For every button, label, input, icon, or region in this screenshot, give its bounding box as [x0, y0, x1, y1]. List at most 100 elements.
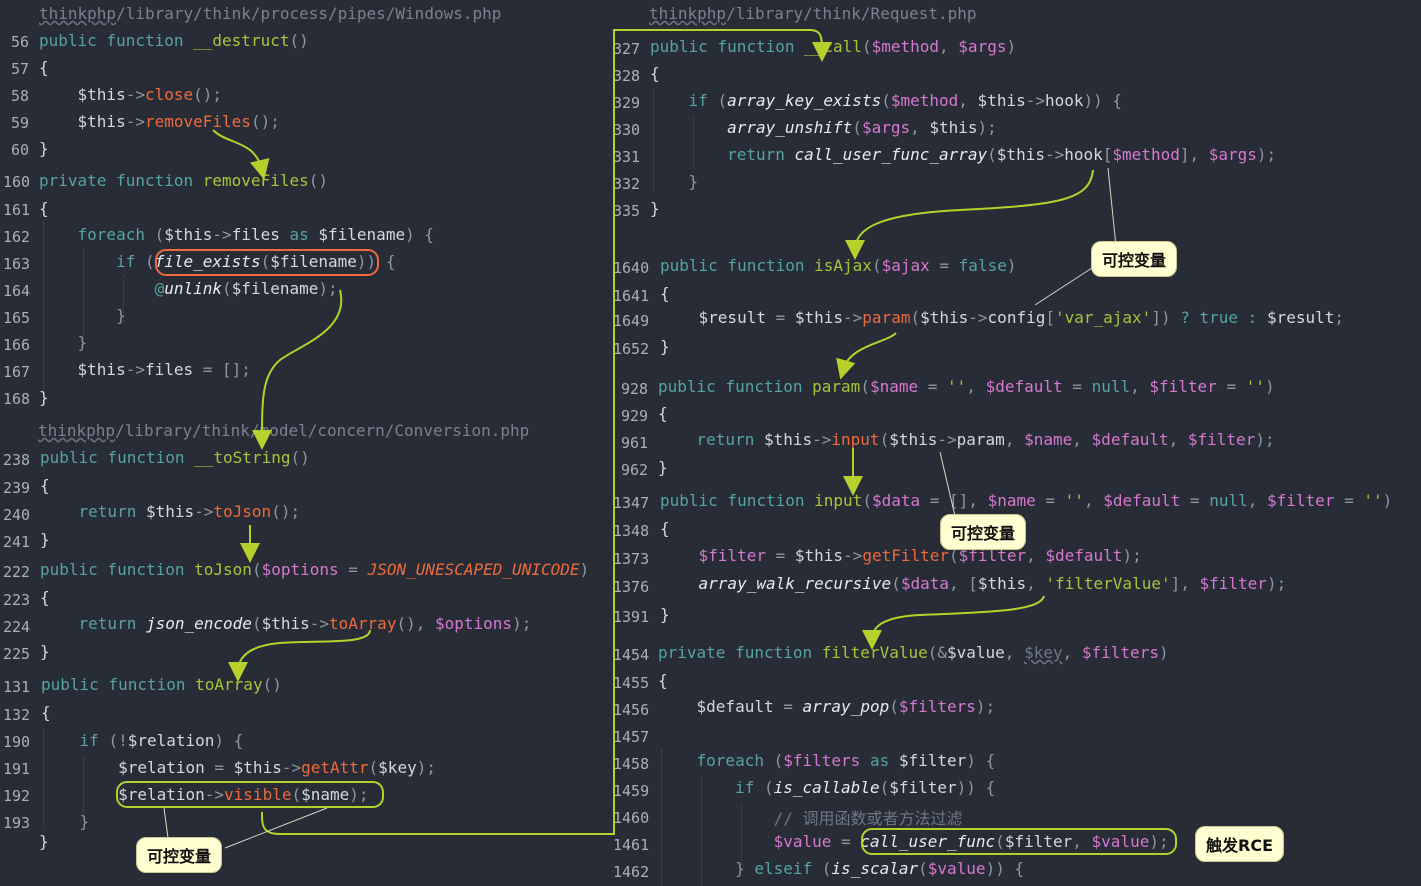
- line-number: 328: [613, 67, 641, 85]
- code-line: if (is_callable($filter)) {: [735, 778, 996, 797]
- code-line: @unlink($filename);: [154, 279, 338, 298]
- code-line: {: [39, 58, 49, 77]
- line-number: 1376: [613, 578, 650, 596]
- callout-controllable-var: 可控变量: [1091, 241, 1178, 277]
- callout-trigger-rce: 触发RCE: [1195, 826, 1284, 862]
- line-number: 1462: [613, 863, 650, 881]
- line-number: 167: [3, 363, 31, 381]
- code-line: }: [79, 812, 90, 831]
- code-line: public function toJson($options = JSON_U…: [40, 560, 590, 579]
- code-line: {: [40, 588, 50, 607]
- code-line: foreach ($filters as $filter) {: [696, 751, 996, 770]
- code-line: }: [39, 388, 49, 407]
- line-number: 132: [3, 706, 31, 724]
- line-number: 928: [621, 380, 649, 398]
- line-number: 162: [3, 228, 31, 246]
- code-line: return $this->toJson();: [78, 502, 301, 521]
- line-number: 161: [3, 201, 31, 219]
- line-number: 59: [11, 114, 30, 132]
- line-number: 1373: [613, 550, 650, 568]
- line-number: 331: [613, 148, 641, 166]
- code-line: }: [660, 605, 670, 624]
- code-line: private function removeFiles(): [39, 171, 328, 190]
- code-line: $relation->visible($name);: [41, 785, 369, 804]
- code-line: public function toArray(): [41, 675, 282, 694]
- line-number: 1640: [613, 259, 650, 277]
- line-number: 1641: [613, 287, 650, 305]
- line-number: 1457: [613, 728, 650, 746]
- code-line: {: [41, 703, 51, 722]
- code-line: {: [660, 284, 670, 303]
- code-line: public function param($name = '', $defau…: [658, 377, 1275, 396]
- code-line: $this->close();: [39, 85, 223, 104]
- code-line: } elseif (is_scalar($value)) {: [735, 859, 1025, 878]
- code-line: $filter = $this->getFilter($filter, $def…: [698, 546, 1142, 565]
- code-line: {: [39, 199, 49, 218]
- line-number: 1461: [613, 836, 650, 854]
- line-number: 1649: [613, 312, 650, 330]
- code-line: return call_user_func_array($this->hook[…: [727, 145, 1277, 164]
- code-line: public function isAjax($ajax = false): [660, 256, 1017, 275]
- line-number: 962: [621, 461, 649, 479]
- code-line: }: [688, 172, 699, 191]
- file-path-conversion: thinkphp/library/think/model/concern/Con…: [38, 421, 530, 440]
- code-comment: // 调用函数或者方法过滤: [773, 809, 963, 828]
- code-line: {: [658, 404, 668, 423]
- line-number: 191: [3, 760, 31, 778]
- line-number: 225: [3, 645, 31, 663]
- line-number: 335: [613, 202, 641, 220]
- code-line: array_unshift($args, $this);: [727, 118, 997, 137]
- line-number: 192: [3, 787, 31, 805]
- code-line: private function filterValue(&$value, $k…: [658, 643, 1169, 662]
- line-number: 1652: [613, 340, 650, 358]
- line-number: 190: [3, 733, 31, 751]
- code-line: }: [650, 199, 660, 218]
- line-number: 1347: [613, 494, 650, 512]
- line-number: 163: [3, 255, 31, 273]
- line-number: 223: [3, 591, 31, 609]
- code-line: if (!$relation) {: [79, 731, 244, 750]
- file-path-request: thinkphp/library/think/Request.php: [649, 4, 977, 23]
- line-number: 166: [3, 336, 31, 354]
- code-line: if (array_key_exists($method, $this->hoo…: [688, 91, 1123, 110]
- line-number: 332: [613, 175, 641, 193]
- code-line: return $this->input($this->param, $name,…: [696, 430, 1275, 449]
- line-number: 56: [11, 33, 30, 51]
- code-line: {: [660, 519, 670, 538]
- file-path-windows: thinkphp/library/think/process/pipes/Win…: [39, 4, 502, 23]
- line-number: 131: [3, 678, 31, 696]
- code-line: {: [650, 64, 660, 83]
- line-number: 329: [613, 94, 641, 112]
- code-line: }: [39, 139, 49, 158]
- line-number: 330: [613, 121, 641, 139]
- code-line: }: [40, 642, 50, 661]
- line-number: 168: [3, 390, 31, 408]
- code-line: }: [116, 306, 126, 325]
- code-line: // 调用函数或者方法过滤: [658, 805, 963, 829]
- code-line: $default = array_pop($filters);: [658, 697, 996, 716]
- line-number: 238: [3, 451, 31, 469]
- code-line: }: [40, 530, 50, 549]
- line-number: 1456: [613, 701, 650, 719]
- callout-controllable-var: 可控变量: [940, 514, 1027, 550]
- line-number: 241: [3, 533, 31, 551]
- line-number: 240: [3, 506, 31, 524]
- code-line: public function __destruct(): [39, 31, 309, 50]
- line-number: 1348: [613, 522, 650, 540]
- line-number: 222: [3, 563, 31, 581]
- line-number: 160: [3, 173, 31, 191]
- code-line: }: [77, 333, 88, 352]
- code-line: }: [658, 458, 668, 477]
- code-line: $value = call_user_func($filter, $value)…: [773, 832, 1169, 851]
- code-line: $result = $this->param($this->config['va…: [660, 308, 1345, 327]
- code-line: }: [39, 832, 49, 851]
- code-line: public function input($data = [], $name …: [660, 491, 1393, 510]
- line-number: 165: [3, 309, 31, 327]
- code-line: public function __call($method, $args): [650, 37, 1017, 56]
- line-number: 1454: [613, 646, 650, 664]
- callout-controllable-var: 可控变量: [136, 837, 223, 873]
- code-line: array_walk_recursive($data, [$this, 'fil…: [698, 574, 1287, 593]
- code-line: $relation = $this->getAttr($key);: [41, 758, 436, 777]
- line-number: 1391: [613, 608, 650, 626]
- code-line: {: [658, 671, 668, 690]
